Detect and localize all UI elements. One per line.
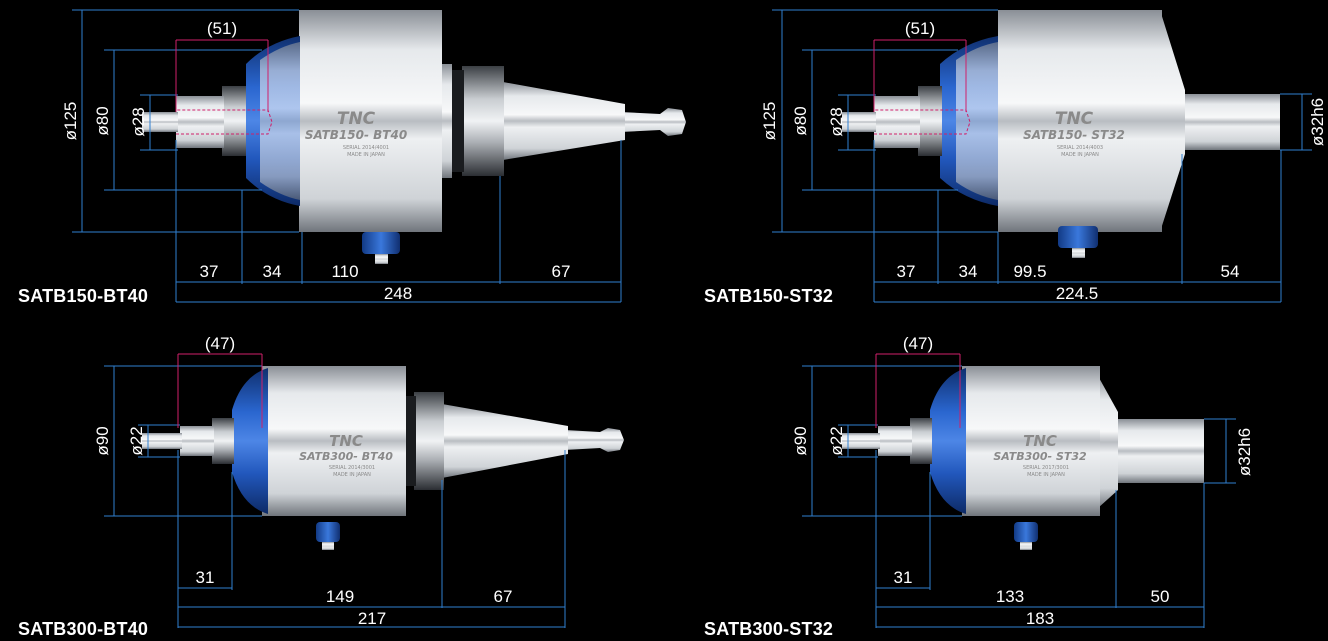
dim-length-4: 67 xyxy=(552,262,571,281)
origin-engraving: MADE IN JAPAN xyxy=(1027,472,1065,478)
origin-engraving: MADE IN JAPAN xyxy=(1061,152,1099,158)
dim-length-1: 31 xyxy=(196,568,215,587)
dim-length-4: 54 xyxy=(1221,262,1240,281)
model-label-satb300-st32: SATB300-ST32 xyxy=(704,619,834,639)
serial-engraving: SERIAL 2014/4001 xyxy=(343,145,389,151)
model-label-satb150-st32: SATB150-ST32 xyxy=(704,286,834,306)
dimension-lines xyxy=(72,9,622,303)
reference-lines xyxy=(175,39,269,112)
serial-engraving: SERIAL 2017/3001 xyxy=(1023,465,1069,471)
origin-engraving: MADE IN JAPAN xyxy=(347,152,385,158)
dim-total: 248 xyxy=(384,284,412,303)
dim-length-1: 37 xyxy=(897,262,916,281)
tool-body-image: TNC SATB300- ST32 SERIAL 2017/3001 MADE … xyxy=(842,366,1204,550)
dim-length-2: 149 xyxy=(326,587,354,606)
dimension-lines xyxy=(772,9,1312,303)
tool-satb300-bt40: TNC SATB300- BT40 SERIAL 2014/3001 MADE … xyxy=(93,334,624,628)
dim-length-3: 110 xyxy=(331,262,358,281)
brand-engraving: TNC xyxy=(337,109,376,129)
dim-top: (47) xyxy=(903,334,933,353)
tool-satb150-st32: TNC SATB150- ST32 SERIAL 2014/4003 MADE … xyxy=(760,9,1327,303)
tool-body-image: TNC SATB150- ST32 SERIAL 2014/4003 MADE … xyxy=(842,10,1280,258)
model-label-satb150-bt40: SATB150-BT40 xyxy=(18,286,149,306)
tool-body-image: TNC SATB150- BT40 SERIAL 2014/4001 MADE … xyxy=(142,10,686,264)
dim-diameter-2: ø22 xyxy=(827,426,846,455)
dim-diameter-1: ø90 xyxy=(791,426,810,455)
dim-diameter-1: ø90 xyxy=(93,426,112,455)
dimension-lines xyxy=(104,365,566,628)
dim-top: (47) xyxy=(205,334,235,353)
dim-diameter-2: ø22 xyxy=(127,426,146,455)
dim-diameter-3: ø28 xyxy=(129,107,148,136)
dim-diameter-1: ø125 xyxy=(61,102,80,141)
dim-length-2: 34 xyxy=(959,262,978,281)
dim-length-3: 50 xyxy=(1151,587,1170,606)
model-engraving: SATB300- BT40 xyxy=(299,450,393,463)
dim-length-3: 67 xyxy=(494,587,513,606)
model-engraving: SATB300- ST32 xyxy=(993,450,1087,463)
dim-length-1: 37 xyxy=(200,262,219,281)
dim-total: 224.5 xyxy=(1056,284,1099,303)
model-engraving: SATB150- ST32 xyxy=(1023,128,1125,142)
dim-diameter-2: ø80 xyxy=(93,106,112,135)
serial-engraving: SERIAL 2014/3001 xyxy=(329,465,375,471)
serial-engraving: SERIAL 2014/4003 xyxy=(1057,145,1103,151)
brand-engraving: TNC xyxy=(1023,432,1057,450)
dim-length-1: 31 xyxy=(894,568,913,587)
dim-length-2: 34 xyxy=(263,262,282,281)
origin-engraving: MADE IN JAPAN xyxy=(333,472,371,478)
dim-shank-diameter: ø32h6 xyxy=(1235,428,1254,476)
tool-satb150-bt40: TNC SATB150- BT40 SERIAL 2014/4001 MADE … xyxy=(61,9,686,303)
dim-diameter-1: ø125 xyxy=(760,102,779,141)
model-engraving: SATB150- BT40 xyxy=(305,128,407,142)
reference-lines xyxy=(875,353,961,428)
dim-diameter-2: ø80 xyxy=(791,106,810,135)
dim-length-2: 133 xyxy=(996,587,1024,606)
dim-total: 217 xyxy=(358,609,386,628)
reference-lines xyxy=(873,39,967,112)
dim-total: 183 xyxy=(1026,609,1054,628)
model-label-satb300-bt40: SATB300-BT40 xyxy=(18,619,149,639)
tool-satb300-st32: TNC SATB300- ST32 SERIAL 2017/3001 MADE … xyxy=(791,334,1254,628)
brand-engraving: TNC xyxy=(1055,109,1094,129)
dim-diameter-3: ø28 xyxy=(827,107,846,136)
reference-lines xyxy=(177,353,263,428)
dimension-lines xyxy=(802,365,1236,628)
tool-body-image: TNC SATB300- BT40 SERIAL 2014/3001 MADE … xyxy=(142,366,624,550)
dim-top: (51) xyxy=(207,19,237,38)
dim-top: (51) xyxy=(905,19,935,38)
dim-length-3: 99.5 xyxy=(1013,262,1046,281)
brand-engraving: TNC xyxy=(329,432,363,450)
dim-shank-diameter: ø32h6 xyxy=(1308,98,1327,146)
